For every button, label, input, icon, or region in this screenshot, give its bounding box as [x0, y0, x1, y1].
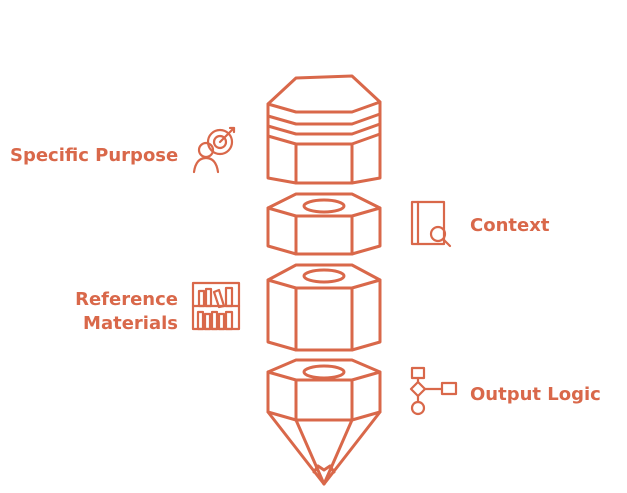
- book-search-icon: [412, 202, 450, 246]
- context-label: Context: [470, 215, 550, 236]
- output-logic-label: Output Logic: [470, 384, 601, 405]
- reference-label-line1: Reference: [75, 289, 178, 310]
- pencil-eraser-segment: [268, 76, 380, 183]
- pencil-output-segment: [268, 360, 380, 420]
- person-target-icon: [194, 128, 234, 172]
- pencil-tip: [268, 412, 380, 484]
- pencil-context-segment: [268, 194, 380, 254]
- reference-label-line2: Materials: [83, 313, 178, 334]
- specific-purpose-label: Specific Purpose: [10, 145, 178, 166]
- flowchart-icon: [411, 368, 456, 414]
- bookshelf-icon: [193, 283, 239, 329]
- pencil-reference-segment: [268, 265, 380, 350]
